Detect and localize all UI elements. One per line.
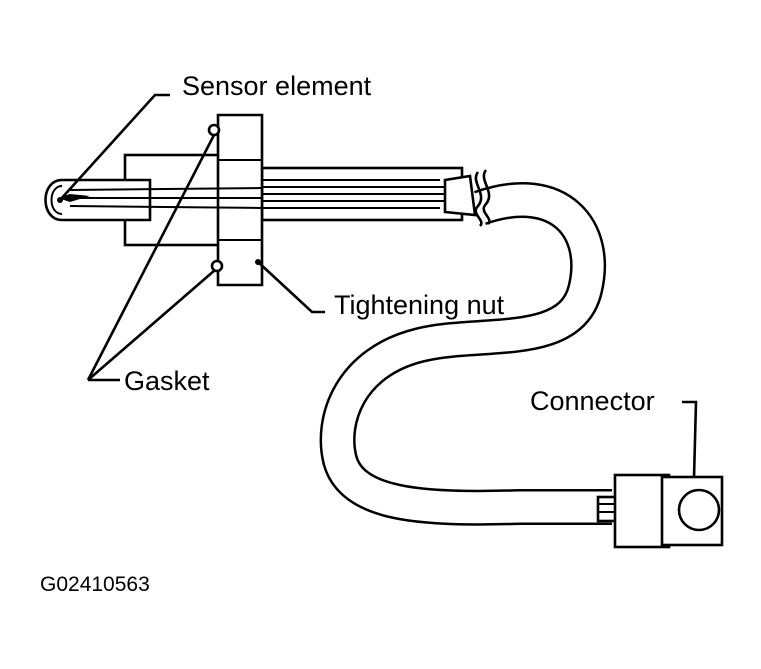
leader-lines	[57, 93, 698, 479]
sensor-cable	[319, 182, 612, 526]
tightening-nut-label: Tightening nut	[334, 290, 505, 320]
connector-label: Connector	[530, 386, 655, 416]
figure-code: G02410563	[40, 573, 150, 596]
connector-body	[596, 473, 724, 549]
gasket-label: Gasket	[124, 366, 210, 396]
sensor-body	[44, 113, 491, 287]
sensor-element-label: Sensor element	[182, 71, 372, 101]
